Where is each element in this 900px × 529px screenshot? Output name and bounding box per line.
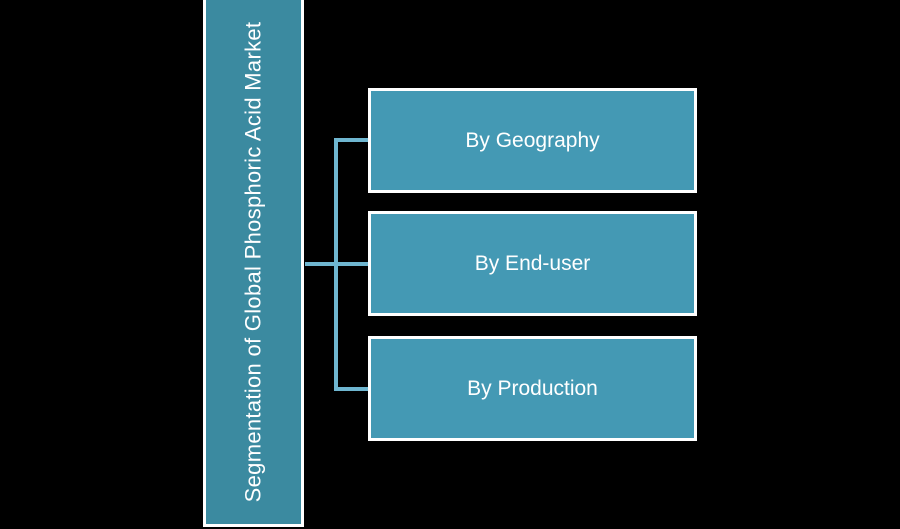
child-node-label: By Production (467, 376, 598, 400)
connector-spine (334, 138, 338, 391)
child-node-label: By End-user (474, 251, 591, 275)
child-node-geography: By Geography (368, 88, 697, 193)
root-node: Segmentation of Global Phosphoric Acid M… (203, 0, 304, 527)
child-node-end-user: By End-user (368, 211, 697, 316)
connector-to-geography (334, 138, 368, 142)
connector-to-production (334, 387, 368, 391)
child-node-production: By Production (368, 336, 697, 441)
child-node-label: By Geography (465, 128, 600, 152)
root-node-label: Segmentation of Global Phosphoric Acid M… (240, 21, 266, 502)
